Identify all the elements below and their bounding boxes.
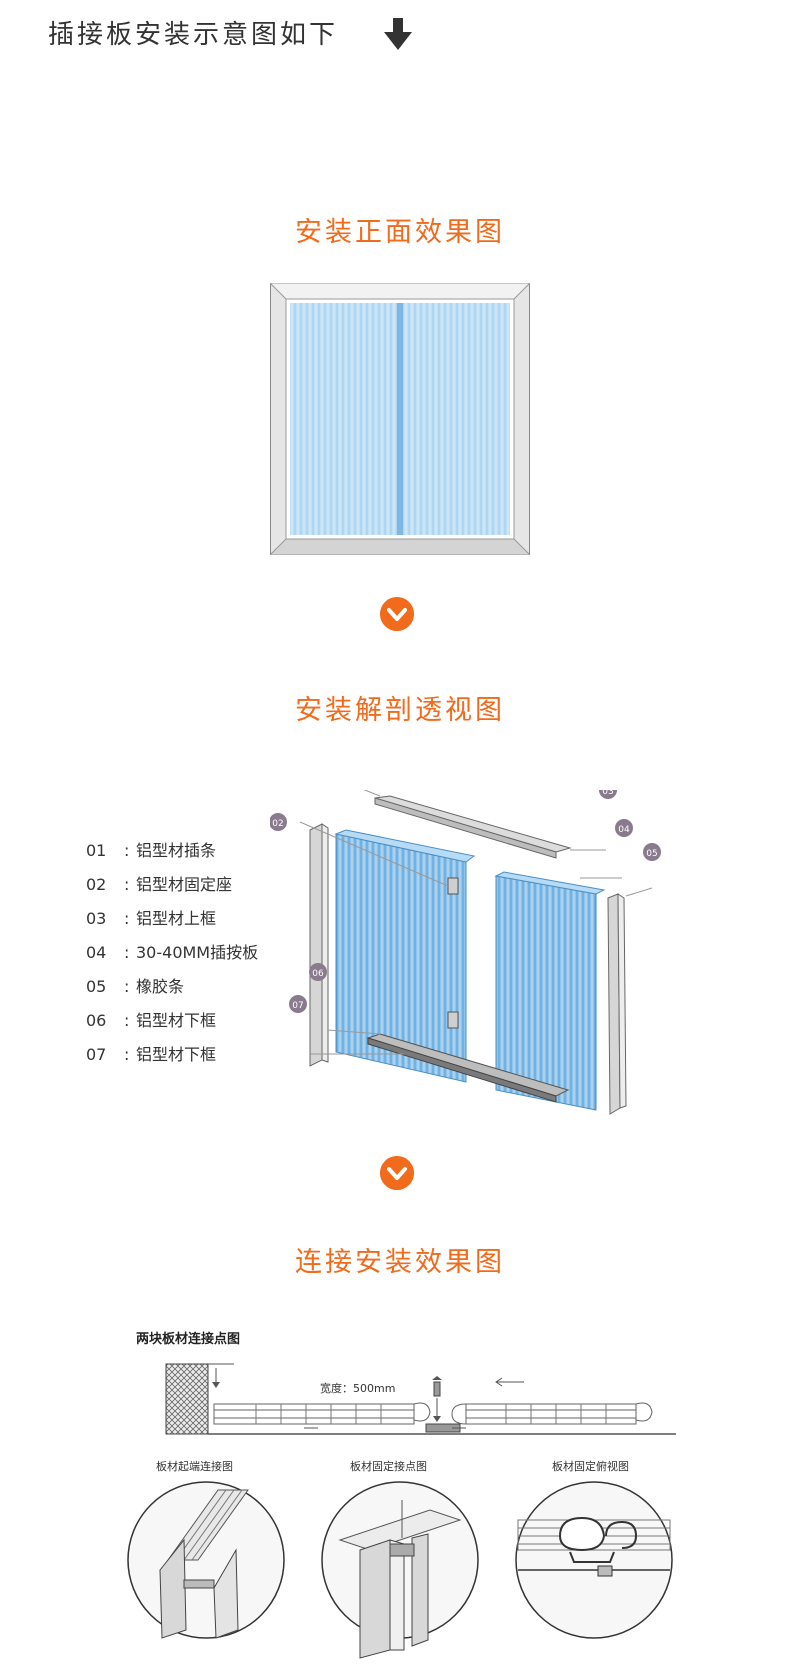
detail-label-start: 板材起端连接图 — [156, 1460, 233, 1473]
chevron-down-icon — [380, 597, 414, 631]
callout-badge: 06 — [309, 963, 327, 981]
svg-text:06: 06 — [312, 969, 324, 979]
legend-item: 07:铝型材下框 — [86, 1045, 217, 1064]
callout-badge: 03 — [599, 790, 617, 799]
connection-diagram-title: 两块板材连接点图 — [136, 1332, 241, 1347]
svg-text:02: 02 — [272, 819, 283, 829]
section-title-connection: 连接安装效果图 — [295, 1247, 505, 1278]
section-title-exploded: 安装解剖透视图 — [295, 695, 505, 726]
front-panel-left — [290, 303, 398, 535]
chevron-down-icon — [380, 1156, 414, 1190]
front-view-window — [270, 283, 530, 555]
detail-circle-fixed — [321, 1481, 479, 1659]
connection-cross-section — [165, 1363, 676, 1435]
detail-circle-top — [515, 1481, 673, 1639]
legend-item: 03:铝型材上框 — [86, 909, 217, 928]
svg-text:05: 05 — [646, 849, 657, 859]
svg-text:04: 04 — [618, 825, 630, 835]
page-header-title: 插接板安装示意图如下 — [48, 20, 339, 50]
callout-badge: 07 — [289, 995, 307, 1013]
section-title-front: 安装正面效果图 — [295, 217, 505, 248]
arrow-down-icon — [384, 18, 412, 50]
detail-label-top: 板材固定俯视图 — [552, 1460, 629, 1473]
legend-item: 06:铝型材下框 — [86, 1011, 217, 1030]
legend-item: 05:橡胶条 — [86, 977, 185, 996]
legend-list: 01:铝型材插条 02:铝型材固定座 03:铝型材上框 04:30-40MM插按… — [86, 834, 258, 1072]
legend-item: 01:铝型材插条 — [86, 841, 217, 860]
svg-text:03: 03 — [602, 790, 613, 797]
width-label: 宽度：500mm — [320, 1382, 396, 1395]
exploded-diagram: 01 02 03 04 05 06 07 — [270, 790, 661, 1115]
svg-text:07: 07 — [292, 1001, 303, 1011]
legend-item: 04:30-40MM插按板 — [86, 943, 259, 962]
callout-badge: 05 — [643, 843, 661, 861]
front-panel-right — [402, 303, 510, 535]
callout-badge: 04 — [615, 819, 633, 837]
detail-circle-start — [127, 1481, 285, 1639]
detail-label-fixed: 板材固定接点图 — [350, 1460, 427, 1473]
legend-item: 02:铝型材固定座 — [86, 875, 233, 894]
callout-badge: 02 — [270, 813, 287, 831]
